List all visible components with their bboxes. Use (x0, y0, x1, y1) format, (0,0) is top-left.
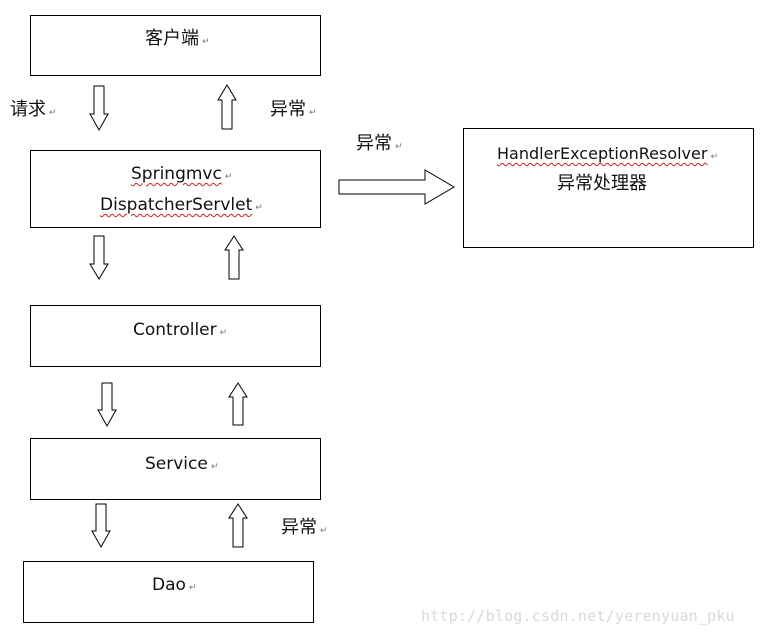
request-arrow-down-4 (91, 503, 111, 549)
watermark: http://blog.csdn.net/yerenyuan_pku (421, 607, 735, 625)
dispatcher-label-line2-text: DispatcherServlet (100, 195, 253, 215)
client-box (30, 15, 321, 76)
request-arrow-down-2 (89, 235, 109, 280)
service-label-text: Service (145, 454, 208, 474)
exception-arrow-up-1 (217, 84, 237, 130)
dao-box (23, 561, 314, 623)
paragraph-mark: ↵ (320, 526, 328, 536)
request-label-text: 请求 (10, 99, 46, 120)
exception-label-bottom: 异常↵ (281, 518, 328, 541)
client-label-text: 客户端 (145, 28, 199, 49)
exception-label-top: 异常↵ (270, 100, 317, 123)
exception-label-top-text: 异常 (270, 99, 306, 120)
exception-arrow-right (338, 169, 455, 205)
paragraph-mark: ↵ (188, 583, 197, 593)
controller-label-text: Controller (133, 320, 217, 340)
paragraph-mark: ↵ (49, 108, 57, 118)
resolver-label-line2-text: 异常处理器 (557, 173, 647, 194)
exception-label-resolver-text: 异常 (356, 133, 392, 154)
paragraph-mark: ↵ (710, 152, 718, 162)
exception-arrow-up-4 (228, 503, 248, 548)
paragraph-mark: ↵ (202, 37, 210, 47)
exception-label-bottom-text: 异常 (281, 517, 317, 538)
exception-arrow-up-3 (228, 382, 248, 426)
dispatcher-servlet-box (30, 150, 321, 228)
dispatcher-label-line1: Springmvc↵ (131, 164, 232, 187)
exception-label-resolver: 异常↵ (356, 134, 403, 157)
service-label: Service↵ (145, 454, 218, 477)
client-label: 客户端↵ (145, 29, 210, 52)
paragraph-mark: ↵ (210, 462, 219, 472)
resolver-label-line1: HandlerExceptionResolver↵ (497, 144, 718, 167)
dispatcher-label-line2: DispatcherServlet↵ (100, 195, 263, 218)
request-arrow-down-3 (97, 382, 117, 428)
paragraph-mark: ↵ (255, 203, 263, 213)
request-arrow-down-1 (89, 85, 109, 132)
paragraph-mark: ↵ (219, 328, 228, 338)
exception-arrow-up-2 (224, 235, 244, 280)
dao-label: Dao↵ (152, 575, 196, 598)
controller-box (30, 305, 321, 367)
dispatcher-label-line1-text: Springmvc (131, 164, 222, 184)
request-label: 请求↵ (10, 100, 57, 123)
paragraph-mark: ↵ (224, 172, 233, 182)
resolver-label-line2: 异常处理器 (557, 174, 647, 194)
paragraph-mark: ↵ (309, 108, 317, 118)
exception-resolver-box (463, 128, 754, 248)
resolver-label-line1-text: HandlerExceptionResolver (497, 144, 708, 163)
dao-label-text: Dao (152, 575, 186, 595)
paragraph-mark: ↵ (395, 142, 403, 152)
service-box (30, 438, 321, 500)
controller-label: Controller↵ (133, 320, 227, 343)
